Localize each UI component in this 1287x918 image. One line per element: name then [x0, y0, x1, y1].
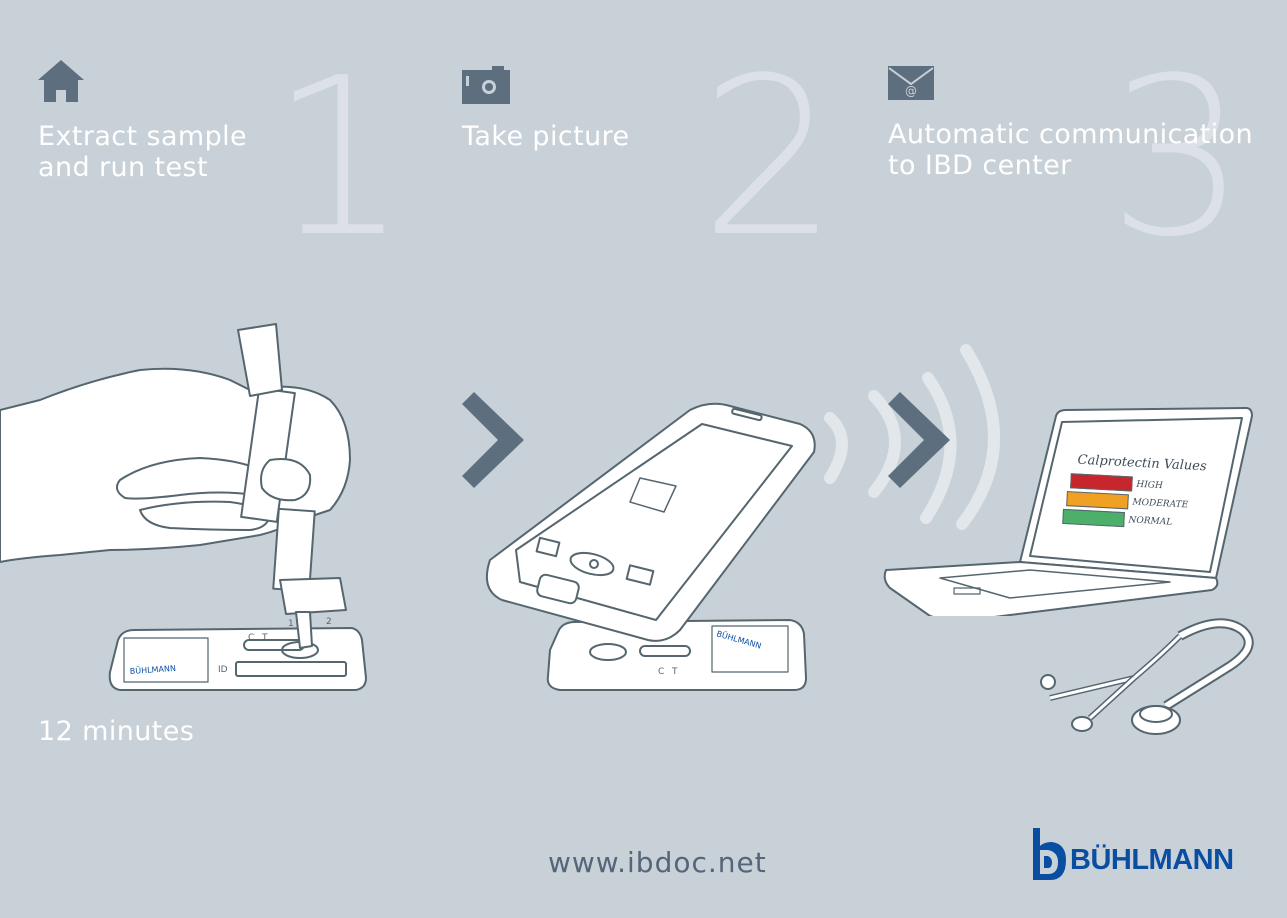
cartridge2-c-label: C [658, 667, 664, 677]
duration-label: 12 minutes [38, 716, 195, 747]
level-label: NORMAL [1128, 514, 1173, 528]
cartridge2-t-label: T [671, 667, 678, 677]
well-1-label: 1 [288, 619, 294, 629]
step-1-text: Extract sample and run test [38, 121, 248, 183]
wireless-signal-icon [824, 344, 1000, 530]
arrow-right-icon [462, 392, 524, 488]
cartridge-id-label: ID [218, 665, 228, 675]
step-2-text: Take picture [462, 121, 630, 152]
phone-cartridge-illustration: C T BÜHLMANN [486, 402, 816, 691]
buhlmann-logo: BÜHLMANN [1030, 826, 1250, 882]
camera-icon [462, 66, 510, 104]
level-color-bar [1070, 473, 1133, 492]
level-label: MODERATE [1132, 497, 1189, 510]
svg-text:@: @ [905, 84, 917, 98]
cartridge-t-label: T [261, 633, 268, 643]
well-2-label: 2 [326, 617, 332, 627]
step-number-2: 2 [700, 32, 839, 285]
stethoscope-icon [1040, 618, 1254, 735]
laptop-illustration [883, 407, 1253, 616]
step-3-text: Automatic communication to IBD center [888, 119, 1254, 181]
cartridge-brand: BÜHLMANN [129, 663, 176, 676]
buhlmann-logo-text: BÜHLMANN [1070, 844, 1234, 876]
level-color-bar [1062, 508, 1125, 528]
step-number-3: 3 [1108, 32, 1247, 285]
hand-syringe-illustration: 1 2 C T ID BÜHLMANN [0, 323, 367, 691]
arrow-right-icon-2 [888, 392, 950, 488]
cartridge-c-label: C [248, 633, 254, 643]
calprotectin-levels: HIGH MODERATE NORMAL [1062, 473, 1214, 532]
website-link[interactable]: www.ibdoc.net [548, 846, 767, 879]
step-number-1: 1 [270, 32, 409, 285]
buhlmann-logo-icon [1033, 828, 1066, 880]
house-icon [38, 60, 84, 102]
level-color-bar [1066, 491, 1129, 510]
level-label: HIGH [1136, 479, 1164, 491]
email-icon: @ [888, 66, 934, 100]
